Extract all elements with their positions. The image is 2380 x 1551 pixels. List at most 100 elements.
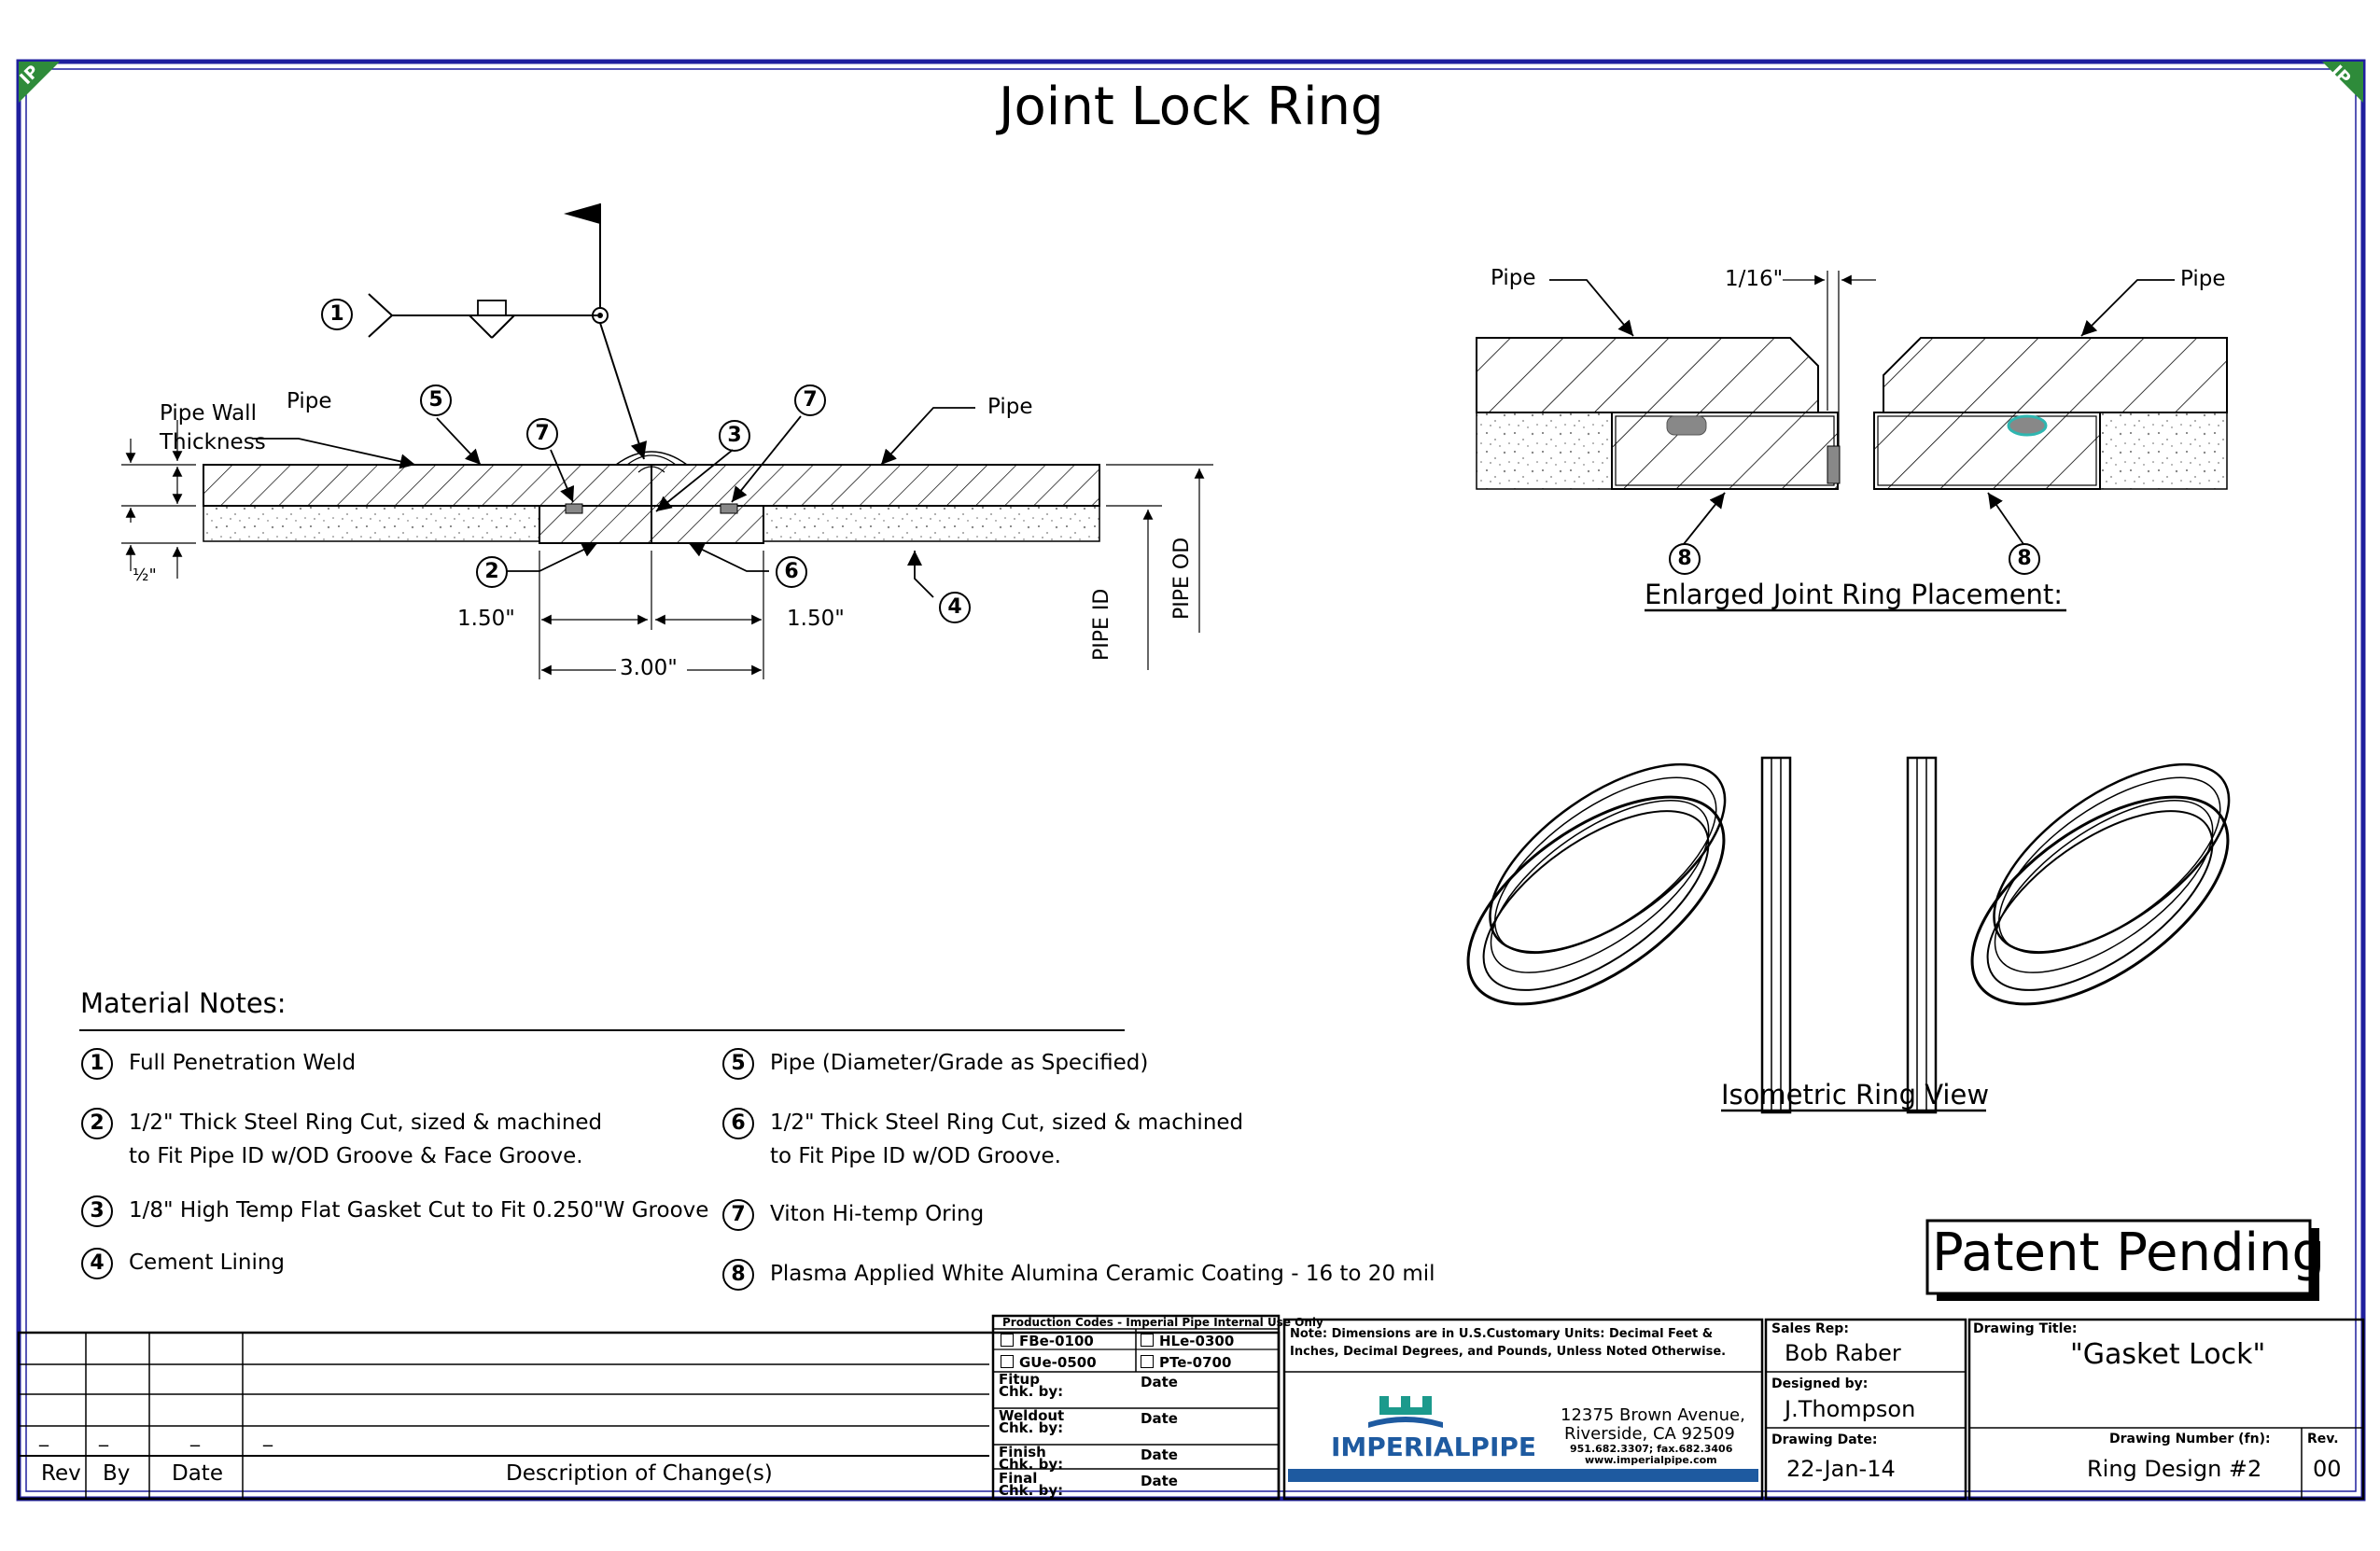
- company-phone: 951.682.3307; fax.682.3406: [1570, 1443, 1733, 1455]
- note-number: 4: [81, 1248, 113, 1279]
- company-address-2: Riverside, CA 92509: [1564, 1424, 1735, 1444]
- drawing-number: Ring Design #2: [2087, 1456, 2262, 1482]
- rev-dash-1: _: [39, 1424, 49, 1446]
- corner-mark-left: [19, 62, 60, 103]
- note-line-1: 1/8" High Temp Flat Gasket Cut to Fit 0.…: [129, 1198, 709, 1223]
- note-number: 8: [722, 1259, 754, 1291]
- rev-dash-3: _: [190, 1424, 200, 1446]
- drawing-number-label: Drawing Number (fn):: [2109, 1432, 2271, 1446]
- note-line-1: 1/2" Thick Steel Ring Cut, sized & machi…: [129, 1111, 603, 1135]
- dim-right: 1.50": [787, 607, 845, 631]
- rev-header-description: Description of Change(s): [506, 1461, 773, 1486]
- company-web: www.imperialpipe.com: [1585, 1454, 1717, 1466]
- enlarged-pipe-left: Pipe: [1491, 266, 1536, 290]
- callout-1: 1: [321, 299, 353, 330]
- dimension-note: Note: Dimensions are in U.S.Customary Un…: [1290, 1327, 1727, 1359]
- callout-7b: 7: [794, 384, 826, 416]
- note-text: 1/2" Thick Steel Ring Cut, sized & machi…: [770, 1106, 1243, 1173]
- note-text: 1/2" Thick Steel Ring Cut, sized & machi…: [129, 1106, 602, 1173]
- rev-header-by: By: [103, 1461, 131, 1486]
- note-line-1: Full Penetration Weld: [129, 1051, 357, 1075]
- dim-left: 1.50": [457, 607, 515, 631]
- check-date: Date: [1141, 1446, 1178, 1463]
- check-by: Chk. by:: [999, 1383, 1064, 1400]
- callout-6: 6: [776, 556, 807, 588]
- note-text: Cement Lining: [129, 1246, 285, 1279]
- note-line-1: Cement Lining: [129, 1251, 286, 1275]
- sales-rep-label: Sales Rep:: [1771, 1321, 1849, 1336]
- callout-2: 2: [476, 556, 508, 588]
- dim-total: 3.00": [620, 656, 678, 680]
- enlarged-caption: Enlarged Joint Ring Placement:: [1645, 579, 2064, 610]
- check-by: Chk. by:: [999, 1456, 1064, 1473]
- code-pte: PTe-0700: [1141, 1354, 1231, 1371]
- note-line-2: to Fit Pipe ID w/OD Groove & Face Groove…: [129, 1144, 583, 1168]
- check-stage: Final: [999, 1470, 1038, 1487]
- note-text: Viton Hi-temp Oring: [770, 1197, 984, 1231]
- note-number: 7: [722, 1199, 754, 1231]
- check-date: Date: [1141, 1473, 1178, 1489]
- designed-by-label: Designed by:: [1771, 1376, 1869, 1391]
- rev-header-date: Date: [172, 1461, 223, 1486]
- note-number: 6: [722, 1108, 754, 1139]
- callout-5: 5: [420, 384, 452, 416]
- section-view: [121, 203, 1213, 679]
- callout-3: 3: [719, 420, 750, 452]
- callout-7a: 7: [526, 418, 558, 450]
- note-text: Full Penetration Weld: [129, 1046, 356, 1080]
- check-stage: Fitup: [999, 1371, 1040, 1388]
- code-fbe: FBe-0100: [1001, 1333, 1094, 1349]
- company-name: IMPERIALPIPE: [1331, 1432, 1537, 1462]
- note-text: Pipe (Diameter/Grade as Specified): [770, 1046, 1148, 1080]
- designed-by: J.Thompson: [1785, 1396, 1916, 1422]
- note-line-1: Plasma Applied White Alumina Ceramic Coa…: [770, 1262, 1435, 1286]
- rev-header-rev: Rev: [41, 1461, 81, 1486]
- callout-8a: 8: [1669, 543, 1701, 575]
- check-stage: Finish: [999, 1444, 1046, 1460]
- label-pipe-wall: Pipe Wall: [160, 401, 257, 426]
- sales-rep: Bob Raber: [1785, 1340, 1901, 1366]
- note-text: 1/8" High Temp Flat Gasket Cut to Fit 0.…: [129, 1194, 708, 1227]
- corner-mark-right: [2322, 62, 2363, 103]
- material-notes-heading: Material Notes:: [80, 987, 287, 1019]
- title-block: [17, 1314, 2365, 1501]
- check-date: Date: [1141, 1410, 1178, 1427]
- callout-8b: 8: [2009, 543, 2040, 575]
- code-hle: HLe-0300: [1141, 1333, 1234, 1349]
- note-line-1: Viton Hi-temp Oring: [770, 1202, 985, 1226]
- note-line-1: Pipe (Diameter/Grade as Specified): [770, 1051, 1149, 1075]
- label-pipe-left: Pipe: [287, 389, 332, 413]
- check-date: Date: [1141, 1374, 1178, 1390]
- dim-pipe-id: PIPE ID: [1090, 588, 1113, 661]
- note-number: 3: [81, 1195, 113, 1227]
- isometric-view: [1466, 756, 2231, 1114]
- rev-value: 00: [2313, 1456, 2342, 1482]
- enlarged-gap: 1/16": [1725, 267, 1784, 291]
- note-text: Plasma Applied White Alumina Ceramic Coa…: [770, 1257, 1435, 1291]
- dim-pipe-od: PIPE OD: [1170, 537, 1194, 620]
- enlarged-view: [1476, 271, 2228, 612]
- note-number: 1: [81, 1048, 113, 1080]
- callout-4: 4: [939, 592, 971, 623]
- note-line-1: 1/2" Thick Steel Ring Cut, sized & machi…: [770, 1111, 1244, 1135]
- production-codes-heading: Production Codes - Imperial Pipe Interna…: [1002, 1316, 1323, 1329]
- patent-pending: Patent Pending: [1932, 1223, 2326, 1283]
- label-pipe-right: Pipe: [987, 395, 1033, 419]
- drawing-title-label: Drawing Title:: [1973, 1321, 2078, 1336]
- company-address-1: 12375 Brown Avenue,: [1561, 1405, 1745, 1425]
- note-number: 5: [722, 1048, 754, 1080]
- note-line-2: to Fit Pipe ID w/OD Groove.: [770, 1144, 1061, 1168]
- label-thickness: Thickness: [160, 430, 266, 454]
- rev-dash-4: _: [263, 1424, 273, 1446]
- rev-dash-2: _: [99, 1424, 108, 1446]
- check-by: Chk. by:: [999, 1482, 1064, 1499]
- drawing-date-label: Drawing Date:: [1771, 1432, 1878, 1447]
- page-title: Joint Lock Ring: [999, 77, 1384, 137]
- isometric-caption: Isometric Ring View: [1721, 1079, 1990, 1111]
- note-number: 2: [81, 1108, 113, 1139]
- check-stage: Weldout: [999, 1407, 1065, 1424]
